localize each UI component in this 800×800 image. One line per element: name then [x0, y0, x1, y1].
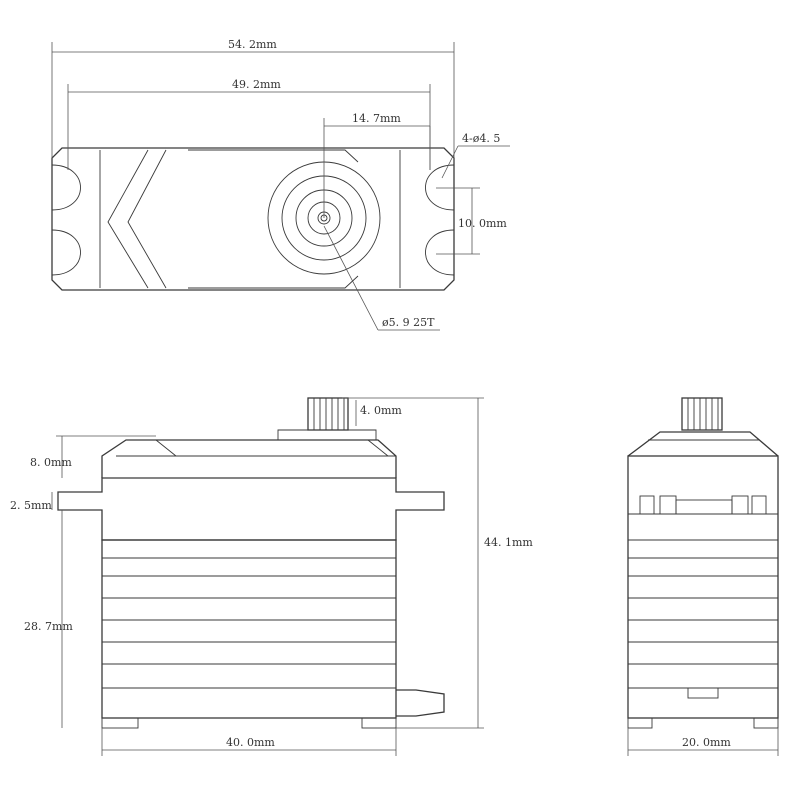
- side-view-cooling-fins: [102, 557, 396, 689]
- side-view-foot-right: [361, 717, 397, 729]
- dim-4-0-label: 4. 0mm: [360, 404, 402, 417]
- dim-28-7-label: 28. 7mm: [24, 620, 73, 633]
- side-view-spline-icon: [307, 397, 349, 431]
- dim-20-0-label: 20. 0mm: [682, 736, 731, 749]
- dim-spline-leader: [323, 225, 379, 331]
- top-view-horn-flat: [188, 149, 359, 289]
- side-view-dimensions: 4. 0mm 8. 0mm 2. 5mm 28. 7mm 44. 1mm 40.…: [10, 397, 533, 756]
- end-view-spline-icon: [681, 397, 723, 431]
- top-view-right-notch: [425, 164, 455, 276]
- side-view: [57, 397, 445, 729]
- dim-40-0-label: 40. 0mm: [226, 736, 275, 749]
- dim-hole-leader: [441, 145, 459, 179]
- dim-2-5-label: 2. 5mm: [10, 499, 52, 512]
- dim-44-1-label: 44. 1mm: [484, 536, 533, 549]
- end-view-body: [627, 455, 779, 719]
- dim-hole-spec-label: 4-ø4. 5: [462, 132, 500, 145]
- end-view-lugs: [628, 495, 778, 515]
- cable-connector-icon: [396, 689, 445, 717]
- top-view-outline: [51, 147, 455, 291]
- side-view-horn-base: [277, 429, 377, 440]
- dim-10-0-label: 10. 0mm: [458, 217, 507, 230]
- top-view-left-notch: [51, 164, 81, 276]
- dim-8-0-label: 8. 0mm: [30, 456, 72, 469]
- side-view-flange: [57, 477, 445, 541]
- end-view-top: [627, 431, 779, 457]
- dim-spline-spec-label: ø5. 9 25T: [382, 316, 435, 329]
- side-view-foot-left: [101, 717, 139, 729]
- end-view-cooling-fins: [628, 539, 778, 689]
- dim-49-2-label: 49. 2mm: [232, 78, 281, 91]
- end-view-foot-left: [627, 717, 653, 729]
- dim-54-2-label: 54. 2mm: [228, 38, 277, 51]
- side-view-case: [101, 539, 397, 719]
- top-view: [51, 147, 455, 291]
- end-view-dimensions: 20. 0mm: [627, 728, 779, 756]
- end-view-connector: [687, 687, 719, 699]
- end-view-foot-right: [753, 717, 779, 729]
- top-view-dimensions: 54. 2mm 49. 2mm 14. 7mm 4-ø4. 5 10. 0mm …: [51, 38, 510, 331]
- end-view: [627, 397, 779, 729]
- dim-14-7-label: 14. 7mm: [352, 112, 401, 125]
- side-view-lid: [101, 439, 397, 478]
- top-view-chevron: [107, 149, 167, 289]
